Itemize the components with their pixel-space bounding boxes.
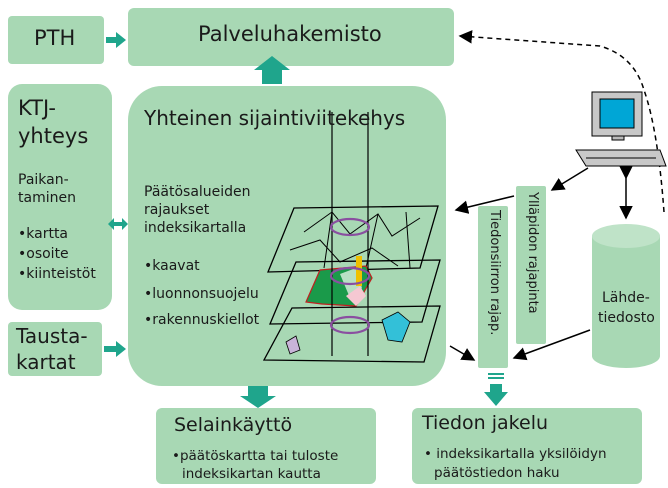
lahdetiedosto-cylinder	[592, 224, 660, 368]
palveluhakemisto-label: Palveluhakemisto	[198, 22, 382, 46]
dashed-arrow-to-palvelu	[458, 30, 665, 213]
arrow-cylinder-to-tiedonsiirto	[512, 329, 591, 361]
tiedon-jakelu-line-2: päätöstiedon haku	[434, 465, 560, 481]
center-desc-2: rajaukset	[144, 202, 210, 218]
arrow-center-to-tiedonsiirto	[449, 345, 476, 361]
ktj-item-kartta: •kartta	[18, 226, 69, 242]
arrow-yllapito-to-center	[454, 195, 515, 214]
pth-box	[8, 16, 104, 64]
ktj-item-kiinteistot: •kiinteistöt	[18, 266, 96, 282]
center-bullet-luonnonsuojelu: •luonnonsuojelu	[144, 286, 259, 302]
ktj-sub-1: Paikan-	[18, 172, 69, 188]
tiedon-jakelu-line-1: • indeksikartalla yksilöidyn	[424, 446, 607, 462]
arrow-tiedonsiirto-to-jakelu	[484, 384, 508, 406]
arrow-center-to-palvelu	[254, 56, 290, 84]
arrow-pth-to-palvelu	[106, 32, 126, 48]
lahdetiedosto-line-2: tiedosto	[598, 310, 655, 326]
map-layer-bottom	[262, 305, 441, 363]
arrow-tausta-to-center	[104, 341, 126, 357]
lahdetiedosto-line-1: Lähde-	[602, 290, 650, 306]
map-area-lilac	[285, 335, 301, 355]
center-title: Yhteinen sijaintiviitekehys	[144, 106, 406, 130]
ktj-item-osoite: •osoite	[18, 246, 69, 262]
tiedonsiirto-stripes	[488, 373, 504, 379]
tiedon-jakelu-title: Tiedon jakelu	[422, 412, 549, 434]
selainkaytto-line-1: •päätöskartta tai tuloste	[172, 448, 339, 464]
ktj-sub-2: taminen	[18, 190, 76, 206]
yllapito-box	[516, 186, 546, 344]
arrow-computer-to-yllapito	[550, 167, 589, 191]
arrow-center-to-selain	[240, 386, 276, 408]
index-ring-top	[329, 217, 371, 237]
map-area-green	[305, 265, 373, 307]
map-layer-top	[267, 205, 439, 273]
index-ring-bottom	[329, 315, 371, 335]
taustakartat-line-1: Tausta-	[16, 324, 88, 348]
index-map-layers	[262, 112, 441, 363]
center-bullet-rakennuskiellot: •rakennuskiellot	[144, 312, 260, 328]
ktj-title-1: KTJ-	[18, 96, 56, 120]
selainkaytto-line-2: indeksikartan kautta	[182, 466, 321, 482]
ktj-title-2: yhteys	[18, 124, 89, 148]
map-layer-middle	[269, 259, 441, 325]
computer-icon	[575, 91, 667, 167]
taustakartat-line-2: kartat	[16, 350, 76, 374]
center-bullet-kaavat: •kaavat	[144, 258, 200, 274]
map-area-cyan	[381, 311, 411, 343]
selainkaytto-box	[156, 408, 376, 484]
pth-label: PTH	[34, 26, 76, 50]
taustakartat-box	[8, 322, 102, 376]
center-desc-1: Päätösalueiden	[144, 184, 251, 200]
arrow-ktj-center	[108, 218, 128, 230]
tiedon-jakelu-box	[412, 408, 642, 484]
tiedonsiirto-box	[478, 206, 508, 368]
selainkaytto-title: Selainkäyttö	[174, 414, 293, 436]
palveluhakemisto-box	[128, 8, 454, 66]
center-desc-3: indeksikartalla	[144, 220, 247, 236]
index-ring-middle	[329, 266, 371, 286]
ktj-box	[8, 84, 112, 310]
